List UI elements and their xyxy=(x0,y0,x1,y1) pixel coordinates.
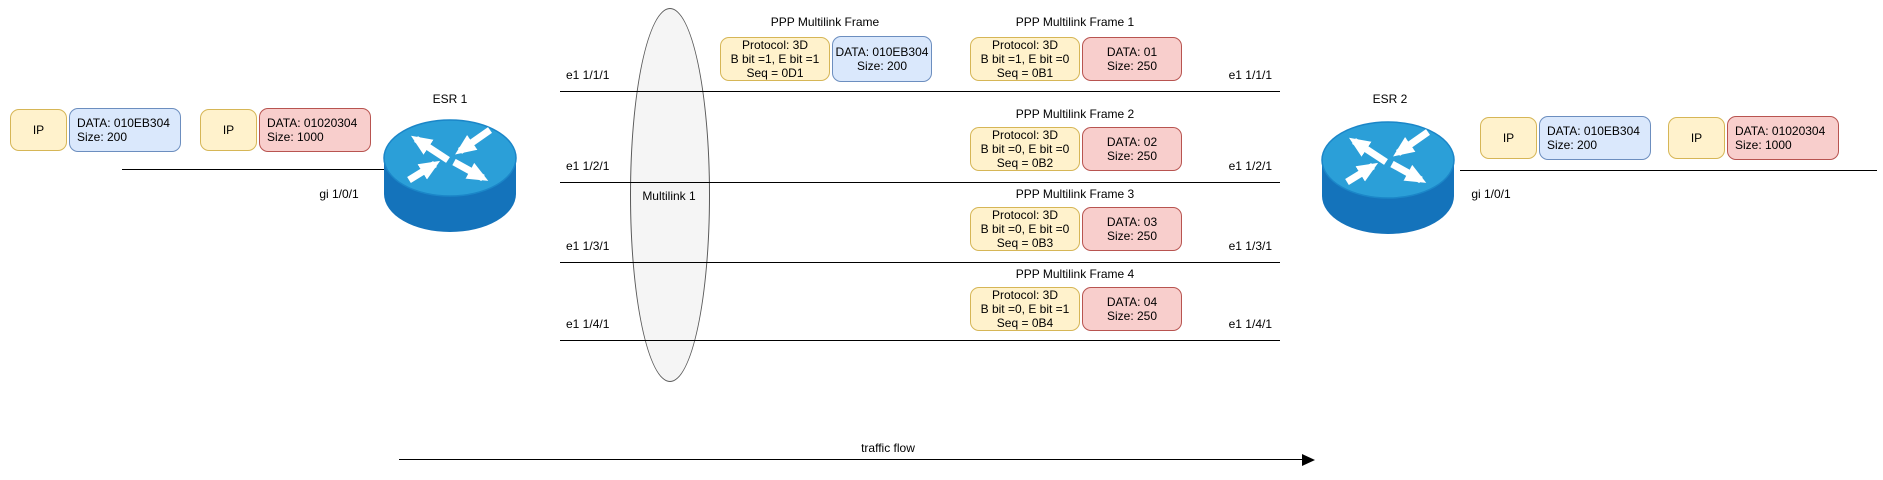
frame4-title: PPP Multilink Frame 4 xyxy=(1015,267,1135,281)
multilink-bundle-ellipse xyxy=(630,8,710,382)
frame4-header-box: Protocol: 3D B bit =0, E bit =1 Seq = 0B… xyxy=(970,287,1080,331)
ip-label: IP xyxy=(1502,131,1515,145)
router-esr1-icon xyxy=(383,119,517,232)
data-value: DATA: 03 xyxy=(1106,215,1158,229)
data-value: DATA: 010EB304 xyxy=(77,116,170,130)
be-bits-field: B bit =1, E bit =0 xyxy=(980,52,1070,66)
member-line-2 xyxy=(560,182,1280,183)
frame2-title: PPP Multilink Frame 2 xyxy=(1015,107,1135,121)
frame1-data-box: DATA: 01 Size: 250 xyxy=(1082,37,1182,81)
router-esr2-interface-label: gi 1/0/1 xyxy=(1471,187,1511,201)
protocol-field: Protocol: 3D xyxy=(741,38,809,52)
protocol-field: Protocol: 3D xyxy=(991,288,1059,302)
link4-left-label: e1 1/4/1 xyxy=(566,317,610,331)
link2-right-label: e1 1/2/1 xyxy=(1228,159,1272,173)
frame2-header-box: Protocol: 3D B bit =0, E bit =0 Seq = 0B… xyxy=(970,127,1080,171)
seq-field: Seq = 0B4 xyxy=(996,316,1054,330)
right-packet2-ip-header: IP xyxy=(1668,117,1725,159)
data-value: DATA: 02 xyxy=(1106,135,1158,149)
frame0-data-box: DATA: 010EB304 Size: 200 xyxy=(832,36,932,82)
size-value: Size: 250 xyxy=(1106,229,1158,243)
be-bits-field: B bit =0, E bit =1 xyxy=(980,302,1070,316)
link1-left-label: e1 1/1/1 xyxy=(566,68,610,82)
traffic-flow-label: traffic flow xyxy=(861,441,915,455)
left-packet1-ip-header: IP xyxy=(10,109,67,151)
seq-field: Seq = 0B3 xyxy=(996,236,1054,250)
member-line-3 xyxy=(560,262,1280,263)
link1-right-label: e1 1/1/1 xyxy=(1228,68,1272,82)
protocol-field: Protocol: 3D xyxy=(991,38,1059,52)
data-value: DATA: 04 xyxy=(1106,295,1158,309)
frame1-header-box: Protocol: 3D B bit =1, E bit =0 Seq = 0B… xyxy=(970,37,1080,81)
ip-label: IP xyxy=(222,123,235,137)
router-esr2-icon xyxy=(1321,121,1455,234)
frame3-title: PPP Multilink Frame 3 xyxy=(1015,187,1135,201)
link2-left-label: e1 1/2/1 xyxy=(566,159,610,173)
frame3-header-box: Protocol: 3D B bit =0, E bit =0 Seq = 0B… xyxy=(970,207,1080,251)
router-esr2-label: ESR 2 xyxy=(1372,92,1408,106)
member-line-1 xyxy=(560,91,1280,92)
data-value: DATA: 01020304 xyxy=(1735,124,1826,138)
data-value: DATA: 01020304 xyxy=(267,116,358,130)
left-packet2-ip-header: IP xyxy=(200,109,257,151)
size-value: Size: 250 xyxy=(1106,59,1158,73)
data-value: DATA: 010EB304 xyxy=(835,45,929,59)
right-trunk-line xyxy=(1460,170,1877,171)
size-value: Size: 200 xyxy=(856,59,908,73)
ip-label: IP xyxy=(32,123,45,137)
size-value: Size: 200 xyxy=(1547,138,1598,152)
right-packet1-data: DATA: 010EB304 Size: 200 xyxy=(1539,116,1651,160)
left-packet1-data: DATA: 010EB304 Size: 200 xyxy=(69,108,181,152)
seq-field: Seq = 0D1 xyxy=(746,66,804,80)
right-packet2-data: DATA: 01020304 Size: 1000 xyxy=(1727,116,1839,160)
protocol-field: Protocol: 3D xyxy=(991,208,1059,222)
seq-field: Seq = 0B2 xyxy=(996,156,1054,170)
link3-right-label: e1 1/3/1 xyxy=(1228,239,1272,253)
protocol-field: Protocol: 3D xyxy=(991,128,1059,142)
member-line-4 xyxy=(560,340,1280,341)
ip-label: IP xyxy=(1690,131,1703,145)
size-value: Size: 1000 xyxy=(267,130,324,144)
router-esr1-interface-label: gi 1/0/1 xyxy=(319,187,359,201)
size-value: Size: 1000 xyxy=(1735,138,1792,152)
right-packet1-ip-header: IP xyxy=(1480,117,1537,159)
frame1-title: PPP Multilink Frame 1 xyxy=(1015,15,1135,29)
frame0-header-box: Protocol: 3D B bit =1, E bit =1 Seq = 0D… xyxy=(720,37,830,81)
router-esr1-label: ESR 1 xyxy=(432,92,468,106)
data-value: DATA: 010EB304 xyxy=(1547,124,1640,138)
frame2-data-box: DATA: 02 Size: 250 xyxy=(1082,127,1182,171)
size-value: Size: 250 xyxy=(1106,149,1158,163)
size-value: Size: 200 xyxy=(77,130,128,144)
seq-field: Seq = 0B1 xyxy=(996,66,1054,80)
left-packet2-data: DATA: 01020304 Size: 1000 xyxy=(259,108,371,152)
be-bits-field: B bit =0, E bit =0 xyxy=(980,222,1070,236)
frame4-data-box: DATA: 04 Size: 250 xyxy=(1082,287,1182,331)
traffic-flow-arrow-line xyxy=(399,459,1304,460)
be-bits-field: B bit =0, E bit =0 xyxy=(980,142,1070,156)
traffic-flow-arrowhead-icon xyxy=(1302,454,1315,466)
size-value: Size: 250 xyxy=(1106,309,1158,323)
be-bits-field: B bit =1, E bit =1 xyxy=(730,52,820,66)
frame3-data-box: DATA: 03 Size: 250 xyxy=(1082,207,1182,251)
left-trunk-line xyxy=(122,169,390,170)
link3-left-label: e1 1/3/1 xyxy=(566,239,610,253)
multilink-bundle-label: Multilink 1 xyxy=(642,189,696,203)
data-value: DATA: 01 xyxy=(1106,45,1158,59)
frame0-title: PPP Multilink Frame xyxy=(770,15,880,29)
link4-right-label: e1 1/4/1 xyxy=(1228,317,1272,331)
